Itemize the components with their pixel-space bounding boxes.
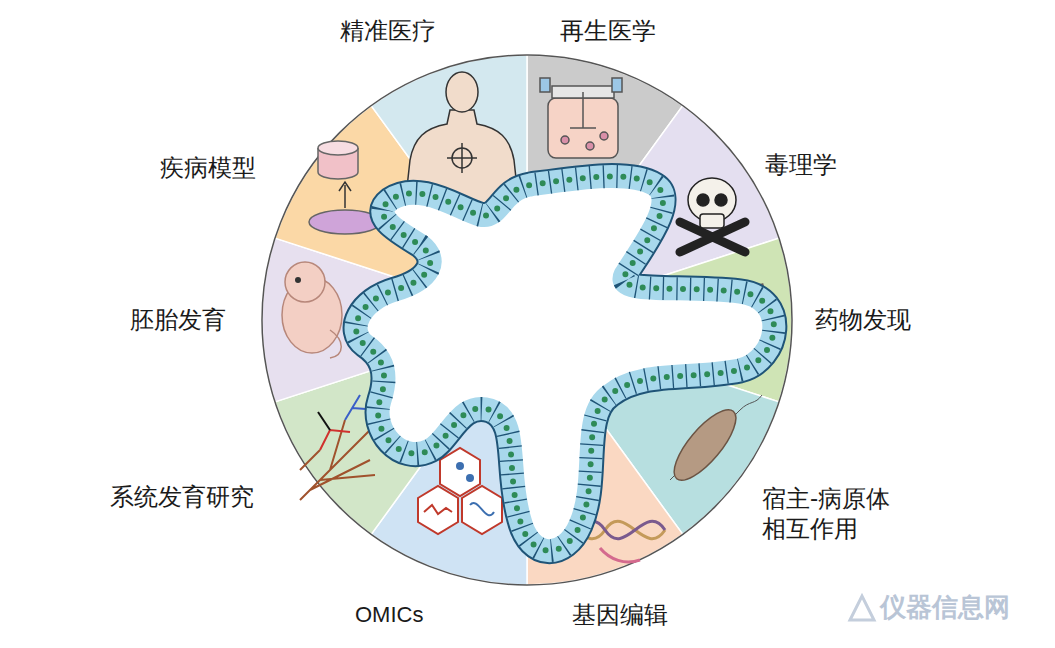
embryo-head <box>285 262 325 302</box>
embryo-limb <box>330 330 341 358</box>
hexagon <box>418 486 458 534</box>
stirrer <box>570 92 596 128</box>
epithelium-outline <box>356 176 774 550</box>
embryo <box>282 262 342 358</box>
cell <box>586 142 594 150</box>
cell-nuclei <box>356 176 774 550</box>
tree-branch <box>300 420 380 500</box>
sector-label: OMICs <box>355 600 423 630</box>
sector-label: 基因编辑 <box>572 600 668 630</box>
pie-outline <box>262 55 792 585</box>
sector-label: 毒理学 <box>765 150 837 180</box>
jaw <box>700 214 724 228</box>
cell <box>600 132 608 140</box>
sector-label: 宿主-病原体 相互作用 <box>762 484 912 544</box>
dna-mini <box>470 503 494 515</box>
eye <box>697 194 709 206</box>
sector-label: 精准医疗 <box>340 16 436 46</box>
cell <box>561 136 569 144</box>
well-top <box>318 141 358 155</box>
sector-label: 疾病模型 <box>160 153 256 183</box>
port <box>612 78 622 92</box>
signal-trace <box>424 505 452 514</box>
watermark-logo <box>850 596 874 620</box>
molecule <box>466 474 474 482</box>
sector-label: 再生医学 <box>560 16 656 46</box>
logo-flask <box>850 596 874 620</box>
hexagon <box>440 448 480 496</box>
sector-label: 胚胎发育 <box>130 305 226 335</box>
cell-body <box>664 401 745 489</box>
strand <box>600 548 640 562</box>
hexagon <box>462 486 502 534</box>
molecule <box>456 462 464 470</box>
arrow-shaft <box>344 185 346 208</box>
epithelium <box>356 176 774 550</box>
tree-branch <box>320 430 350 450</box>
sector-label: 药物发现 <box>815 305 911 335</box>
tree-branch <box>318 412 330 430</box>
embryo-eye <box>295 277 301 283</box>
port <box>540 78 550 92</box>
watermark: 仪器信息网 <box>880 592 1010 622</box>
pie-sectors <box>262 55 792 585</box>
flagellum <box>740 395 762 410</box>
eye <box>715 194 727 206</box>
human-head <box>446 72 478 112</box>
crosshair <box>447 143 477 173</box>
bioreactor <box>540 78 622 158</box>
organoid <box>356 176 774 550</box>
skull <box>680 178 745 252</box>
sector-label: 系统发育研究 <box>110 482 254 512</box>
arrow-head <box>339 182 351 191</box>
cell-borders <box>356 176 774 550</box>
petri-dish <box>309 141 381 234</box>
bacterium <box>664 395 762 489</box>
